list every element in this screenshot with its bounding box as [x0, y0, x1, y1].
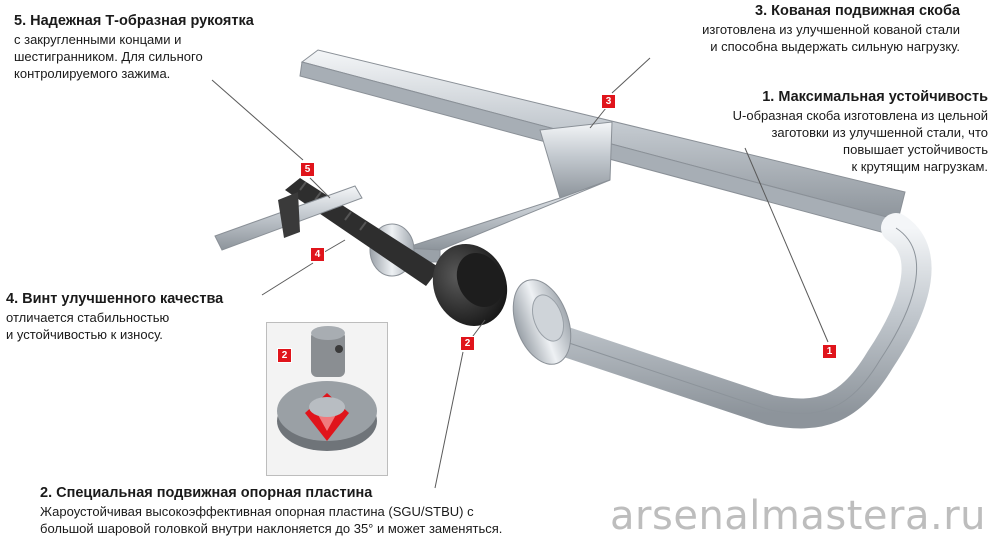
callout-4-line-2: и устойчивостью к износу. [6, 327, 163, 342]
callout-1-title: 1. Максимальная устойчивость [762, 89, 988, 105]
callout-4-title: 4. Винт улучшенного качества [6, 291, 224, 307]
pressure-pad [432, 244, 508, 326]
callout-2-title: 2. Специальная подвижная опорная пластин… [40, 485, 373, 501]
t-handle [214, 185, 363, 251]
badge-5: 5 [300, 162, 315, 177]
callout-1-line-3: повышает устойчивость [843, 142, 988, 157]
callout-5-line-1: с закругленными концами и [14, 32, 182, 47]
sliding-arm [397, 121, 613, 263]
callout-3-line-1: изготовлена из улучшенной кованой стали [702, 22, 960, 37]
badge-2: 2 [460, 336, 475, 351]
inset-badge: 2 [277, 348, 292, 363]
threaded-screw [285, 178, 440, 286]
callout-5-line-2: шестигранником. Для сильного [14, 49, 203, 64]
callout-5-title: 5. Надежная Т-образная рукоятка [14, 13, 254, 29]
callout-5: 5. Надежная Т-образная рукоятка с закруг… [14, 12, 254, 82]
ball-joint-inset: 2 [266, 322, 388, 476]
callout-1-line-2: заготовки из улучшенной стали, что [771, 125, 988, 140]
badge-4: 4 [310, 247, 325, 262]
leader-lines [211, 57, 829, 489]
fixed-jaw-pad [512, 279, 572, 365]
callout-3: 3. Кованая подвижная скоба изготовлена и… [702, 2, 960, 55]
site-watermark: arsenalmastera.ru [610, 493, 986, 539]
callout-2: 2. Специальная подвижная опорная пластин… [40, 484, 502, 537]
callout-2-line-2: большой шаровой головкой внутри наклоняе… [40, 521, 503, 536]
callout-4: 4. Винт улучшенного качества отличается … [6, 290, 223, 343]
callout-1-line-4: к крутящим нагрузкам. [851, 159, 988, 174]
callout-5-line-3: контролируемого зажима. [14, 66, 171, 81]
badge-3: 3 [601, 94, 616, 109]
badge-1: 1 [822, 344, 837, 359]
callout-3-title: 3. Кованая подвижная скоба [755, 3, 960, 19]
callout-3-line-2: и способна выдержать сильную нагрузку. [710, 39, 960, 54]
callout-1: 1. Максимальная устойчивость U-образная … [733, 88, 988, 175]
ball-joint-illustration [277, 326, 377, 451]
callout-1-line-1: U-образная скоба изготовлена из цельной [732, 108, 988, 123]
fixed-u-jaw [545, 213, 932, 429]
callout-4-line-1: отличается стабильностью [6, 310, 170, 325]
callout-2-line-1: Жароустойчивая высокоэффективная опорная… [40, 504, 474, 519]
